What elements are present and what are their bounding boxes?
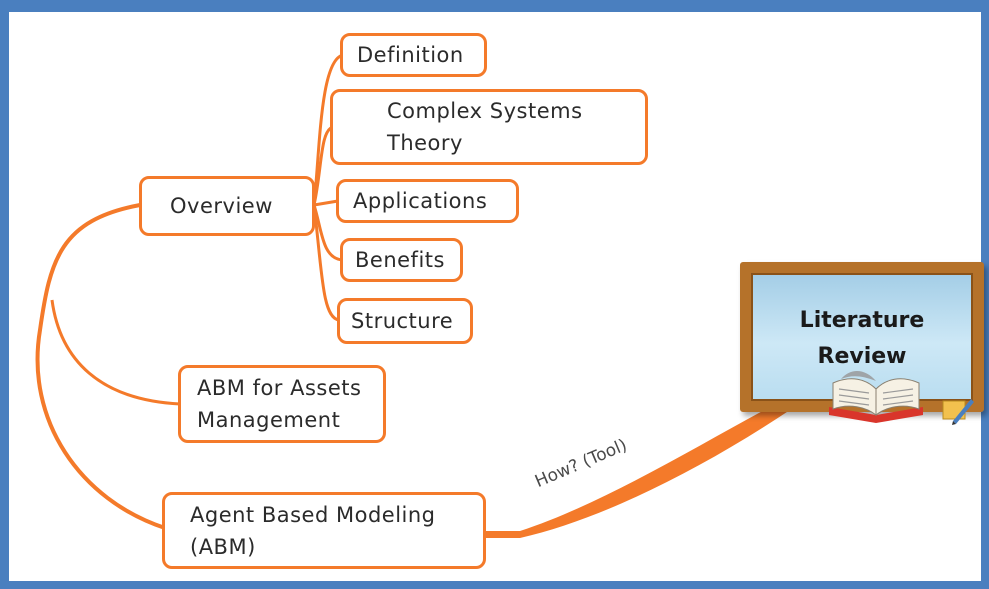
structure-branch (312, 204, 340, 322)
literature-review-board[interactable]: Literature Review (740, 262, 984, 425)
assets-branch (50, 299, 181, 406)
definition-label: Definition (357, 43, 464, 67)
complex-branch (312, 125, 334, 206)
trunk-branch (35, 203, 166, 530)
applications-branch (313, 199, 339, 207)
abm-assets-label: ABM for Assets Management (197, 376, 362, 432)
board-title: Literature Review (799, 308, 925, 369)
abm-label: Agent Based Modeling (ABM) (190, 502, 436, 559)
complex-systems-label: Complex Systems Theory (387, 99, 583, 155)
overview-label: Overview (170, 194, 273, 218)
main-branch (486, 408, 790, 538)
benefits-label: Benefits (355, 248, 445, 272)
open-book-icon (829, 370, 923, 423)
abm-assets-node[interactable]: ABM for Assets Management (178, 365, 386, 443)
definition-node[interactable]: Definition (340, 33, 487, 77)
note-pencil-icon (942, 399, 974, 425)
applications-label: Applications (353, 189, 488, 213)
abm-node[interactable]: Agent Based Modeling (ABM) (162, 492, 486, 569)
overview-node[interactable]: Overview (139, 176, 315, 236)
structure-label: Structure (351, 309, 454, 333)
definition-branch (312, 53, 344, 206)
structure-node[interactable]: Structure (337, 298, 473, 344)
applications-node[interactable]: Applications (336, 179, 519, 223)
benefits-node[interactable]: Benefits (340, 238, 463, 282)
complex-systems-node[interactable]: Complex Systems Theory (330, 89, 648, 165)
